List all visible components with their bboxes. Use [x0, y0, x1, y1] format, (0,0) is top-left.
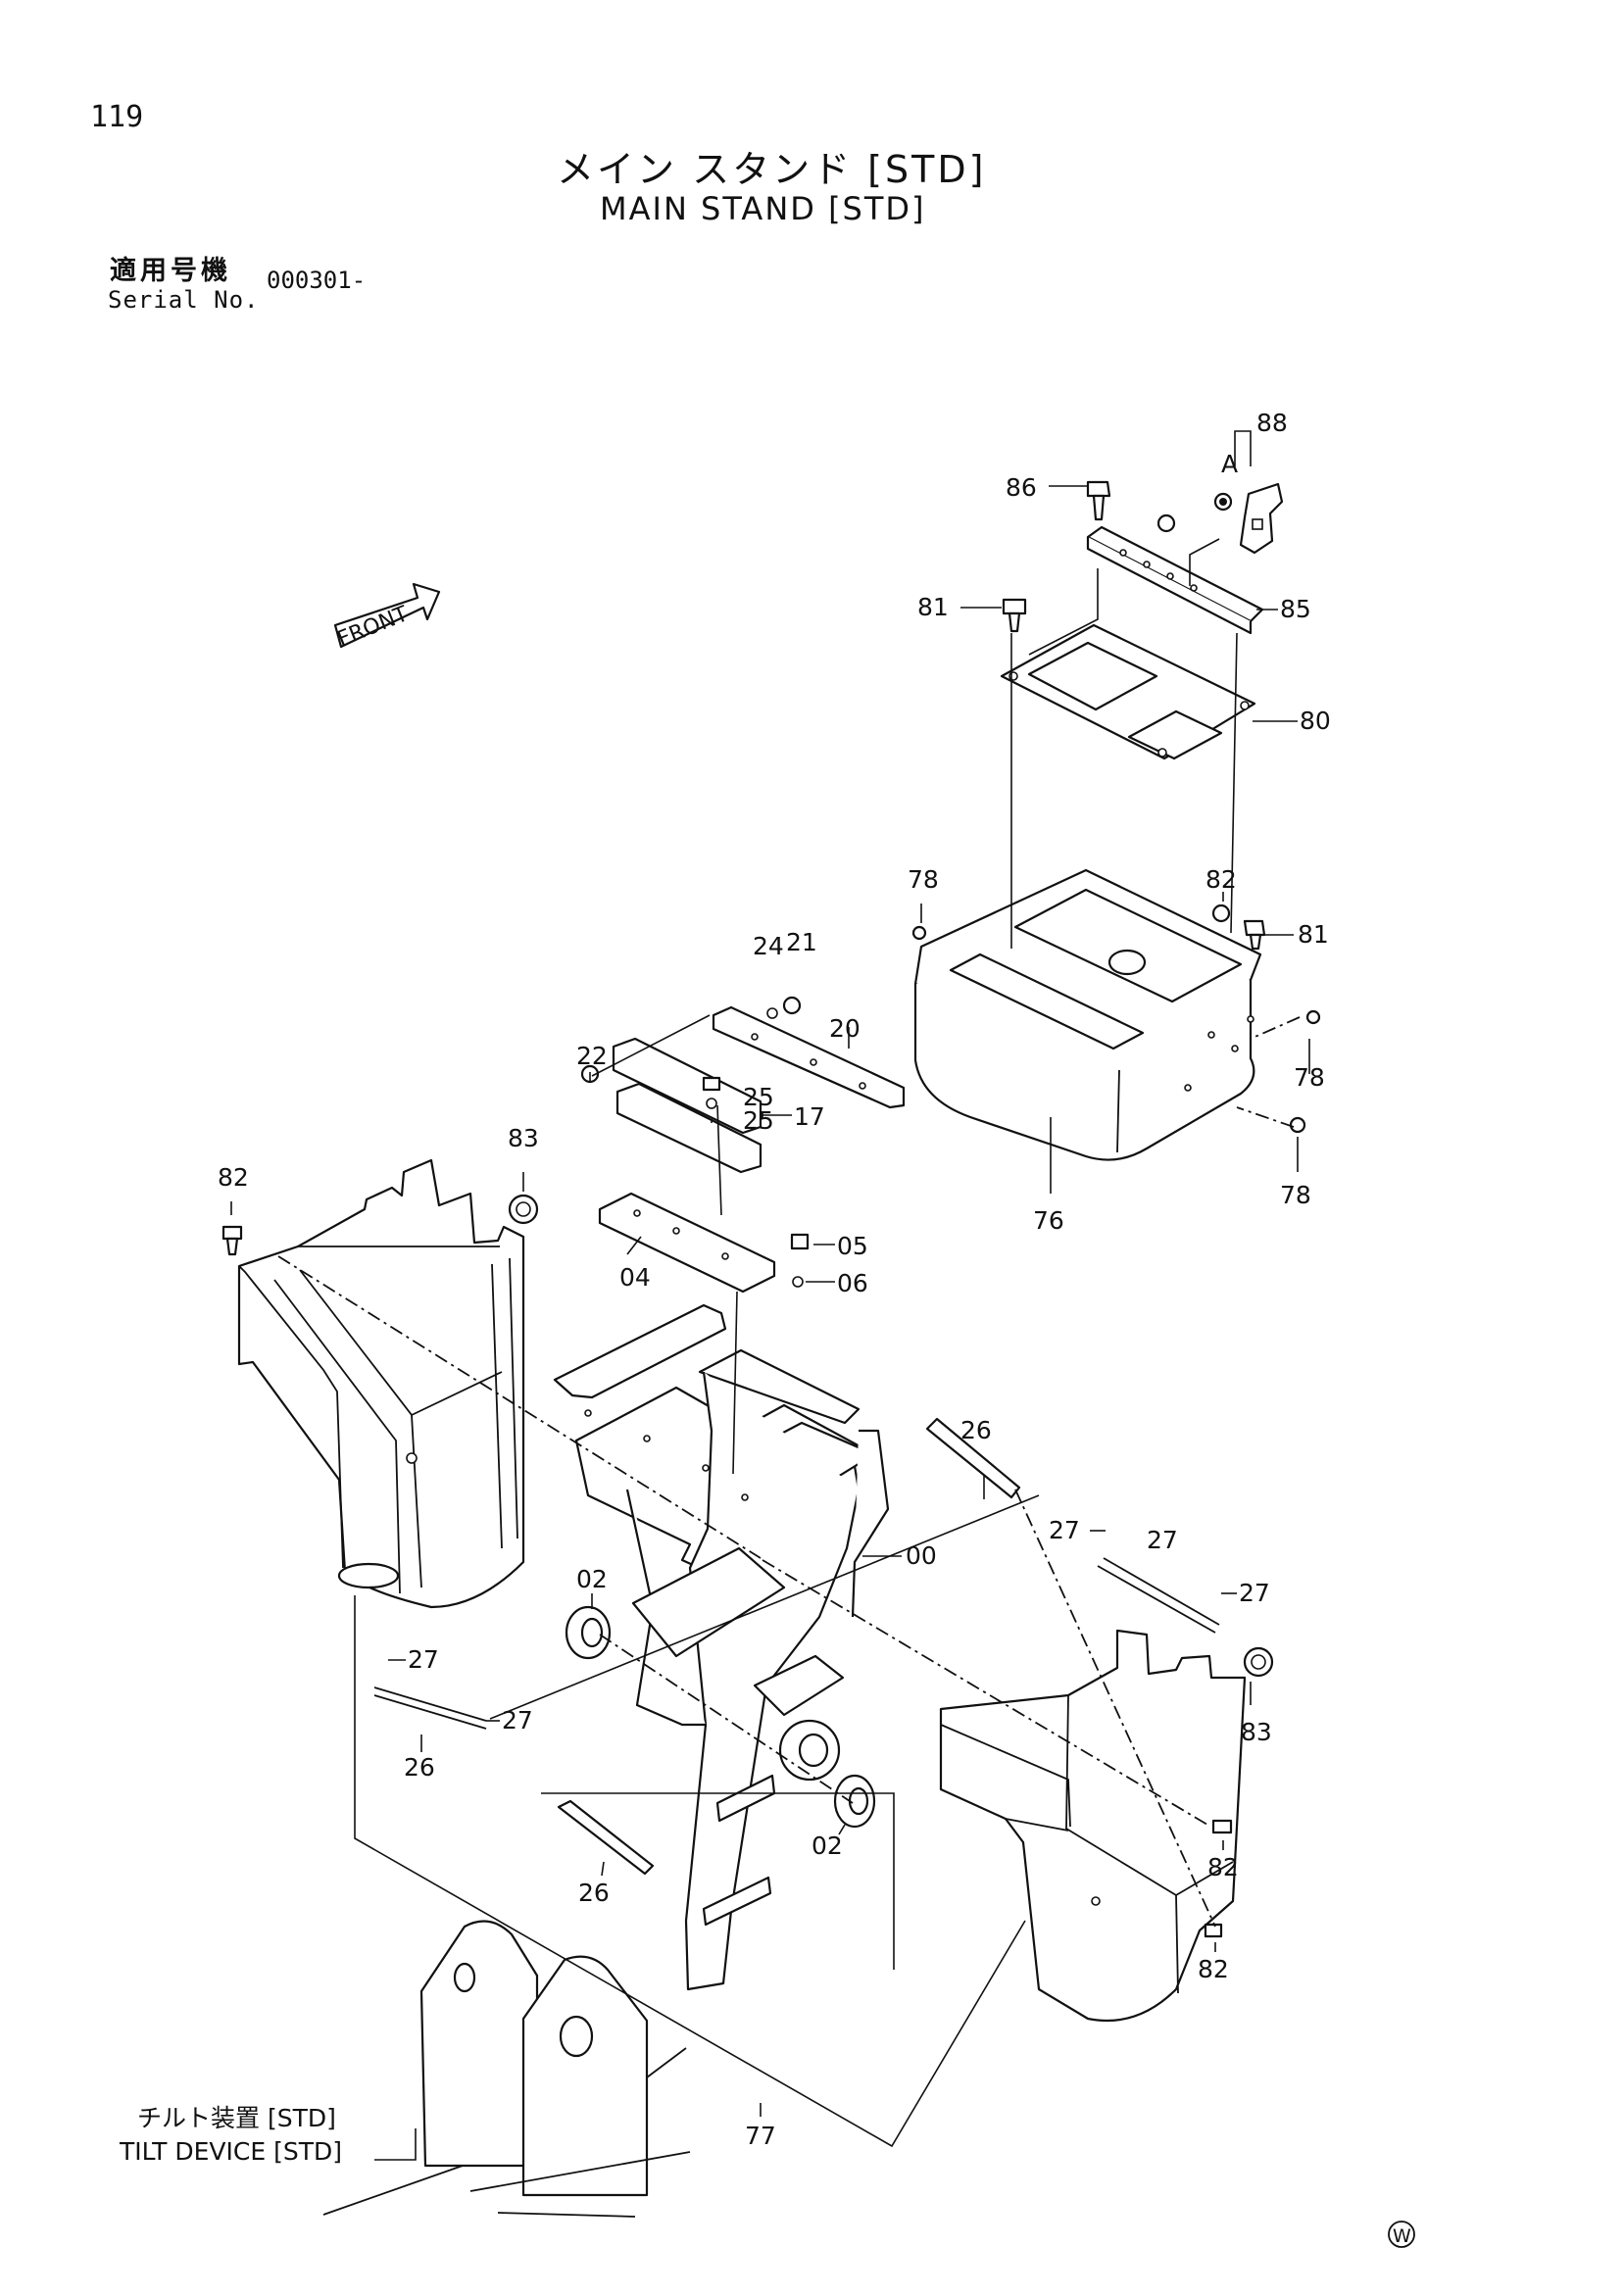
part-87-clip — [1239, 482, 1284, 555]
part-80-cover-plate — [1000, 623, 1256, 760]
callout-06: 06 — [837, 1269, 868, 1297]
callout-81: 81 — [917, 593, 949, 621]
front-arrow-label: FRONT — [334, 602, 413, 653]
callout-00: 00 — [906, 1541, 937, 1570]
part-76-console-box — [913, 868, 1262, 1161]
callout-83b: 83 — [1241, 1718, 1272, 1746]
callout-26b: 26 — [578, 1879, 610, 1907]
page-title-japanese: メイン スタンド [STD] — [557, 148, 987, 191]
serial-label: Serial No. — [108, 286, 260, 314]
watermark-logo: W — [1388, 2221, 1415, 2248]
part-77-left-cover — [237, 1158, 525, 1609]
callout-76: 76 — [1033, 1206, 1064, 1235]
tilt-device-label-english: TILT DEVICE [STD] — [119, 2137, 342, 2166]
assembly-lines — [277, 538, 1301, 2148]
callout-05: 05 — [837, 1232, 868, 1260]
callout-86: 86 — [1006, 473, 1037, 502]
callout-02: 02 — [576, 1565, 608, 1593]
front-arrow: FRONT — [334, 582, 441, 653]
callout-80: 80 — [1300, 707, 1331, 735]
part-85-rail — [1086, 525, 1264, 635]
part-04-plate — [598, 1192, 776, 1294]
fasteners — [221, 480, 1321, 1938]
callout-87: 88 — [1256, 409, 1288, 437]
callout-77: 77 — [745, 2122, 776, 2150]
tilt-device — [322, 1920, 691, 2218]
part-02-washers — [565, 1605, 876, 1829]
callout-25b: 26 — [404, 1753, 435, 1782]
callout-85: 85 — [1280, 595, 1311, 623]
callout-27b: 27 — [1239, 1579, 1270, 1607]
callout-27: 27 — [1049, 1516, 1080, 1544]
callout-78b: 78 — [1294, 1063, 1325, 1092]
callout-25: 27 — [1147, 1526, 1178, 1554]
page-title: MAIN STAND [STD] — [600, 190, 926, 227]
callout-27c: 27 — [408, 1645, 439, 1674]
callout-78c: 78 — [1280, 1181, 1311, 1209]
callout-04: 04 — [619, 1263, 651, 1292]
part-77-right-cover — [939, 1629, 1247, 2023]
callout-26: 26 — [960, 1416, 992, 1444]
callout-81b: 81 — [1298, 920, 1329, 949]
callout-20: 21 — [786, 928, 817, 956]
callout-21: 22 — [576, 1042, 608, 1070]
callout-82b: 82 — [218, 1163, 249, 1192]
section-letter: A — [1221, 450, 1238, 478]
part-17-bracket — [612, 1037, 762, 1174]
part-19-plate — [712, 1005, 906, 1109]
part-25-rods — [373, 1557, 1220, 1730]
callout-24: 25 — [743, 1106, 774, 1135]
serial-label-japanese: 適用号機 — [110, 256, 231, 286]
callout-22: 24 — [753, 932, 784, 960]
tilt-device-label-japanese: チルト装置 [STD] — [137, 2104, 336, 2132]
callout-leaders — [230, 430, 1310, 2117]
page-number: 119 — [90, 100, 144, 134]
callout-23: 25 — [743, 1083, 774, 1111]
callout-82: 82 — [1205, 865, 1237, 894]
callout-17: 17 — [794, 1102, 825, 1131]
callout-78: 78 — [908, 865, 939, 894]
part-26-pins — [557, 1417, 1021, 1876]
callout-19: 20 — [829, 1014, 861, 1043]
callout-labels: 88 A 86 81 85 80 78 82 81 78 78 76 24 21… — [218, 409, 1331, 2150]
svg-text:W: W — [1393, 2225, 1411, 2247]
serial-value: 000301- — [267, 267, 367, 294]
part-00-main-frame — [553, 1303, 890, 1991]
callout-82c: 82 — [1207, 1853, 1239, 1881]
tilt-device-label: チルト装置 [STD] TILT DEVICE [STD] — [119, 2104, 417, 2166]
callout-02b: 02 — [812, 1832, 843, 1860]
callout-83: 83 — [508, 1124, 539, 1152]
callout-82d: 82 — [1198, 1955, 1229, 1983]
callout-27d: 27 — [502, 1706, 533, 1734]
